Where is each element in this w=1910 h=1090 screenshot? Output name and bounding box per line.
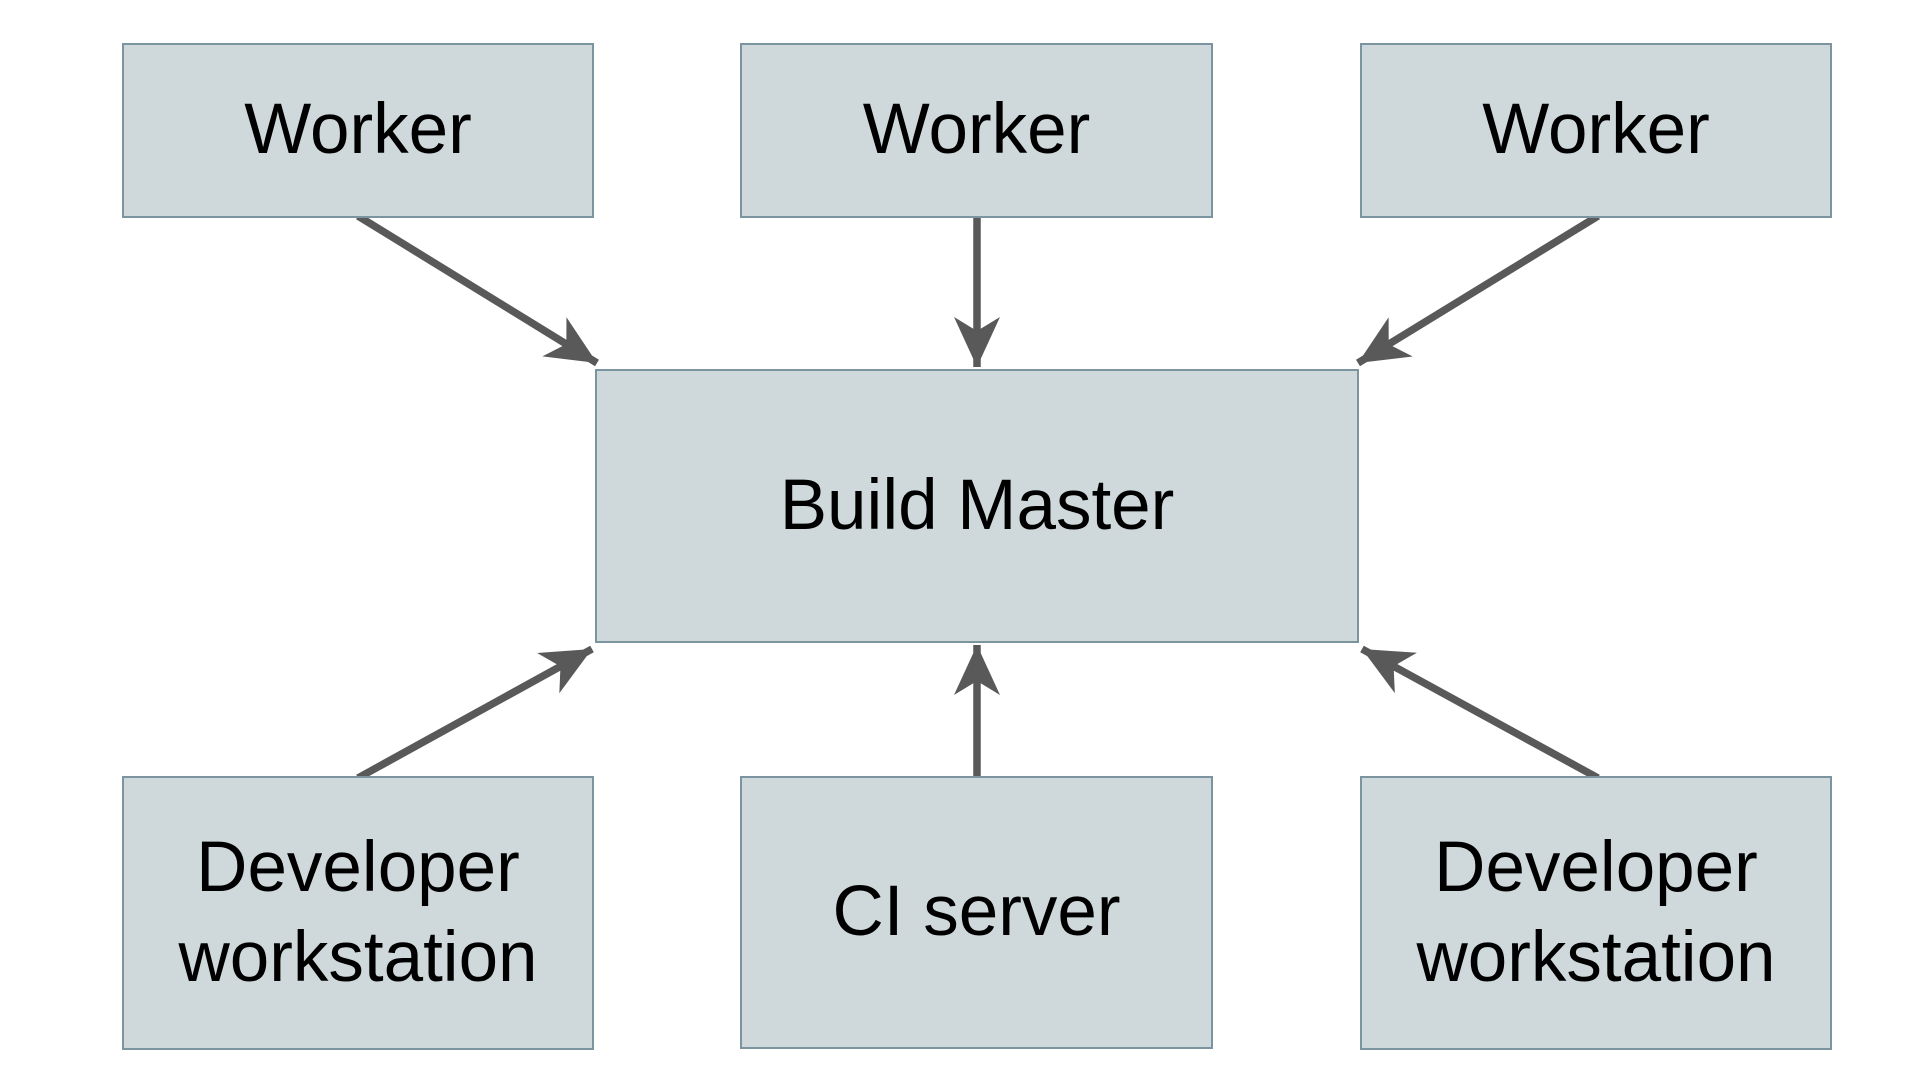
arrow-dev-left-to-build-master [356,645,594,782]
arrow-worker-1-to-build-master [356,212,599,367]
node-worker-1: Worker [122,43,594,218]
node-worker-2-label: Worker [862,90,1091,170]
node-ci-server: CI server [740,776,1213,1049]
node-build-master-label: Build Master [779,465,1175,545]
node-developer-workstation-left-label: Developer workstation [178,827,538,997]
node-developer-workstation-right: Developer workstation [1360,776,1832,1050]
arrow-dev-right-to-build-master [1360,645,1600,782]
node-worker-3-label: Worker [1482,90,1710,170]
node-build-master: Build Master [595,369,1359,643]
node-developer-workstation-left: Developer workstation [122,776,594,1050]
node-ci-server-label: CI server [832,872,1121,952]
node-worker-3: Worker [1360,43,1832,218]
arrow-worker-3-to-build-master [1356,212,1600,367]
node-worker-1-label: Worker [244,90,472,170]
node-worker-2: Worker [740,43,1213,218]
node-developer-workstation-right-label: Developer workstation [1416,827,1776,997]
